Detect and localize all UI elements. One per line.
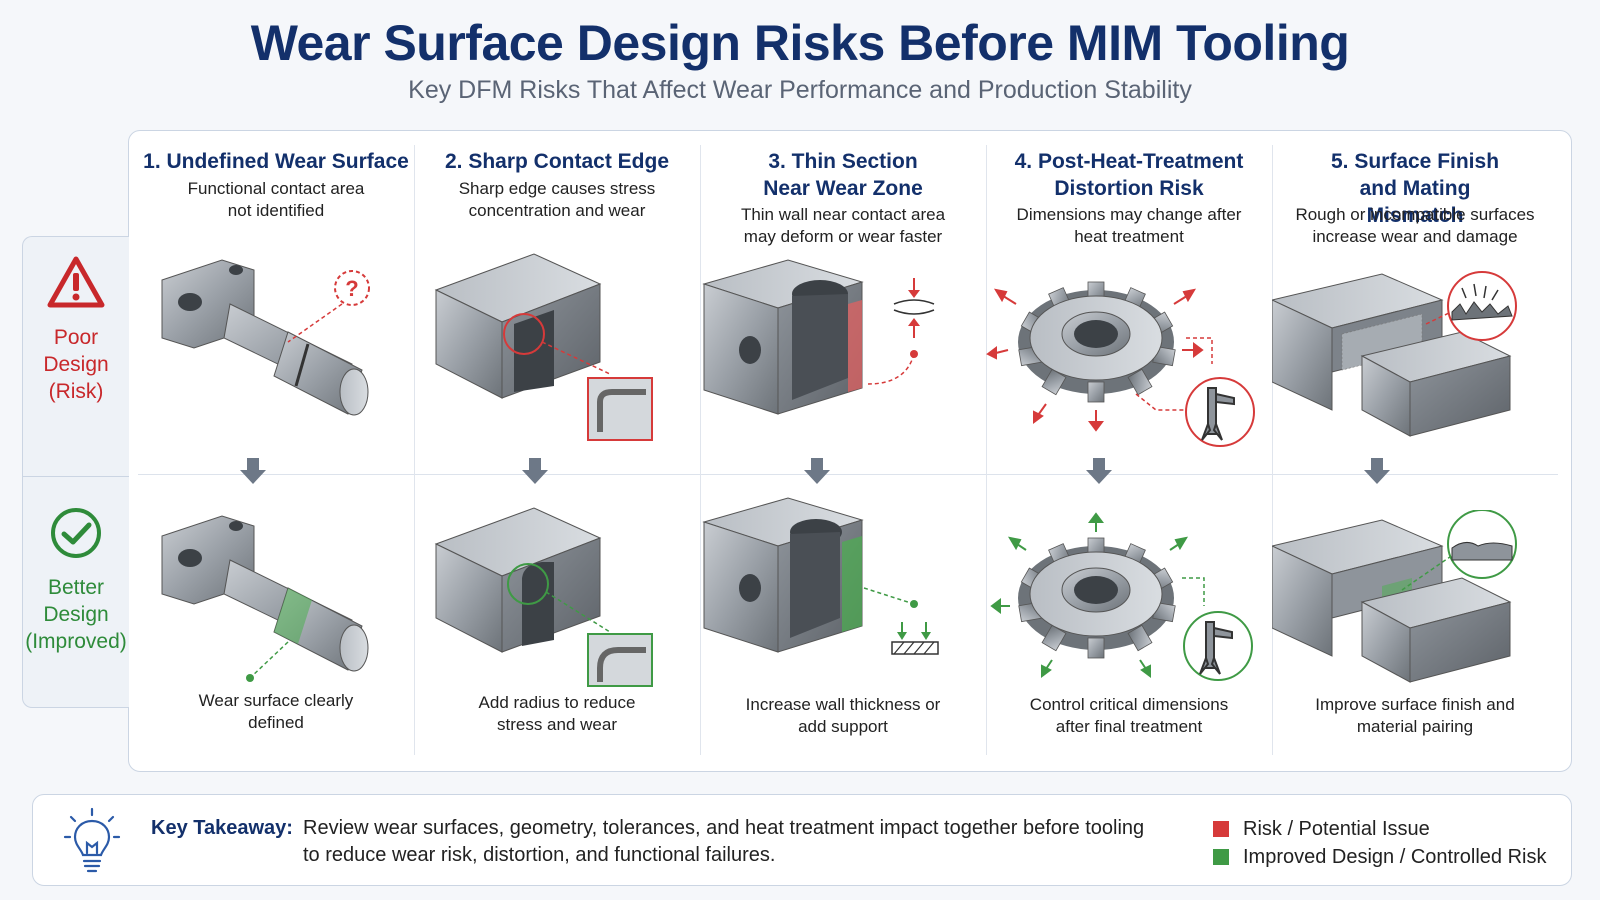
- legend: Risk / Potential Issue Improved Design /…: [1213, 815, 1546, 871]
- gear-risk-illustration: [986, 281, 1255, 447]
- down-arrow-icon: [240, 458, 266, 484]
- column-surface-finish: 5. Surface Finish and Mating Mismatch Ro…: [1272, 130, 1558, 770]
- column-sharp-contact-edge: 2. Sharp Contact Edge Sharp edge causes …: [414, 130, 700, 770]
- row-label-better: Better Design (Improved): [22, 476, 129, 708]
- legend-swatch-improved: [1213, 849, 1229, 865]
- column-problem: Thin wall near contact area may deform o…: [740, 205, 946, 246]
- column-solution: Wear surface clearly defined: [198, 691, 354, 732]
- question-icon: ?: [345, 276, 358, 301]
- legend-item-improved: Improved Design / Controlled Risk: [1213, 843, 1546, 871]
- column-separator: [414, 145, 415, 755]
- takeaway-label: Key Takeaway:: [151, 817, 293, 839]
- down-arrow-icon: [522, 458, 548, 484]
- main-panel: [128, 130, 1572, 772]
- column-solution: Improve surface finish and material pair…: [1315, 695, 1515, 736]
- column-problem: Sharp edge causes stress concentration a…: [458, 179, 656, 220]
- thin-wall-risk-illustration: [702, 259, 935, 415]
- column-title: 3. Thin Section Near Wear Zone: [763, 150, 923, 200]
- column-title: 1. Undefined Wear Surface: [143, 150, 409, 173]
- page-title: Wear Surface Design Risks Before MIM Too…: [250, 15, 1350, 71]
- column-thin-section: 3. Thin Section Near Wear Zone Thin wall…: [700, 130, 986, 770]
- legend-label-improved: Improved Design / Controlled Risk: [1243, 846, 1547, 868]
- block-risk-illustration: [434, 253, 653, 441]
- column-title: 5. Surface Finish and Mating Mismatch: [1330, 150, 1500, 227]
- down-arrow-icon: [804, 458, 830, 484]
- column-solution: Increase wall thickness or add support: [745, 695, 941, 736]
- legend-item-risk: Risk / Potential Issue: [1213, 815, 1546, 843]
- column-undefined-wear-surface: 1. Undefined Wear Surface Functional con…: [138, 130, 414, 770]
- gear-improved-illustration: [990, 512, 1253, 681]
- warning-icon: [47, 256, 105, 308]
- column-title: 2. Sharp Contact Edge: [444, 150, 670, 173]
- column-separator: [1272, 145, 1273, 755]
- mating-improved-illustration: [1272, 510, 1517, 683]
- column-problem: Dimensions may change after heat treatme…: [1016, 205, 1242, 246]
- legend-label-risk: Risk / Potential Issue: [1243, 818, 1430, 840]
- down-arrow-icon: [1364, 458, 1390, 484]
- check-icon: [51, 508, 101, 558]
- column-problem: Functional contact area not identified: [187, 179, 365, 220]
- column-problem: Rough or incompatible surfaces increase …: [1295, 205, 1535, 246]
- column-separator: [700, 145, 701, 755]
- column-separator: [986, 145, 987, 755]
- lightbulb-icon: [63, 807, 121, 873]
- column-heat-treatment-distortion: 4. Post-Heat-Treatment Distortion Risk D…: [986, 130, 1272, 770]
- column-solution: Control critical dimensions after final …: [1029, 695, 1229, 736]
- down-arrow-icon: [1086, 458, 1112, 484]
- legend-swatch-risk: [1213, 821, 1229, 837]
- block-improved-illustration: [434, 507, 653, 687]
- takeaway-text: Review wear surfaces, geometry, toleranc…: [303, 817, 1145, 866]
- thick-wall-improved-illustration: [702, 497, 939, 655]
- poor-design-label: Poor Design (Risk): [43, 326, 109, 403]
- shaft-risk-illustration: ?: [161, 259, 370, 416]
- shaft-improved-illustration: [161, 515, 369, 682]
- better-design-label: Better Design (Improved): [25, 576, 127, 653]
- page-subtitle: Key DFM Risks That Affect Wear Performan…: [408, 76, 1192, 104]
- mating-risk-illustration: [1272, 271, 1517, 437]
- takeaway-panel: Key Takeaway: Review wear surfaces, geom…: [32, 794, 1572, 886]
- row-divider: [138, 474, 1558, 475]
- caliper-icon: [1201, 387, 1235, 441]
- column-solution: Add radius to reduce stress and wear: [478, 693, 636, 734]
- row-label-poor: Poor Design (Risk): [22, 236, 129, 478]
- column-title: 4. Post-Heat-Treatment Distortion Risk: [1014, 150, 1244, 200]
